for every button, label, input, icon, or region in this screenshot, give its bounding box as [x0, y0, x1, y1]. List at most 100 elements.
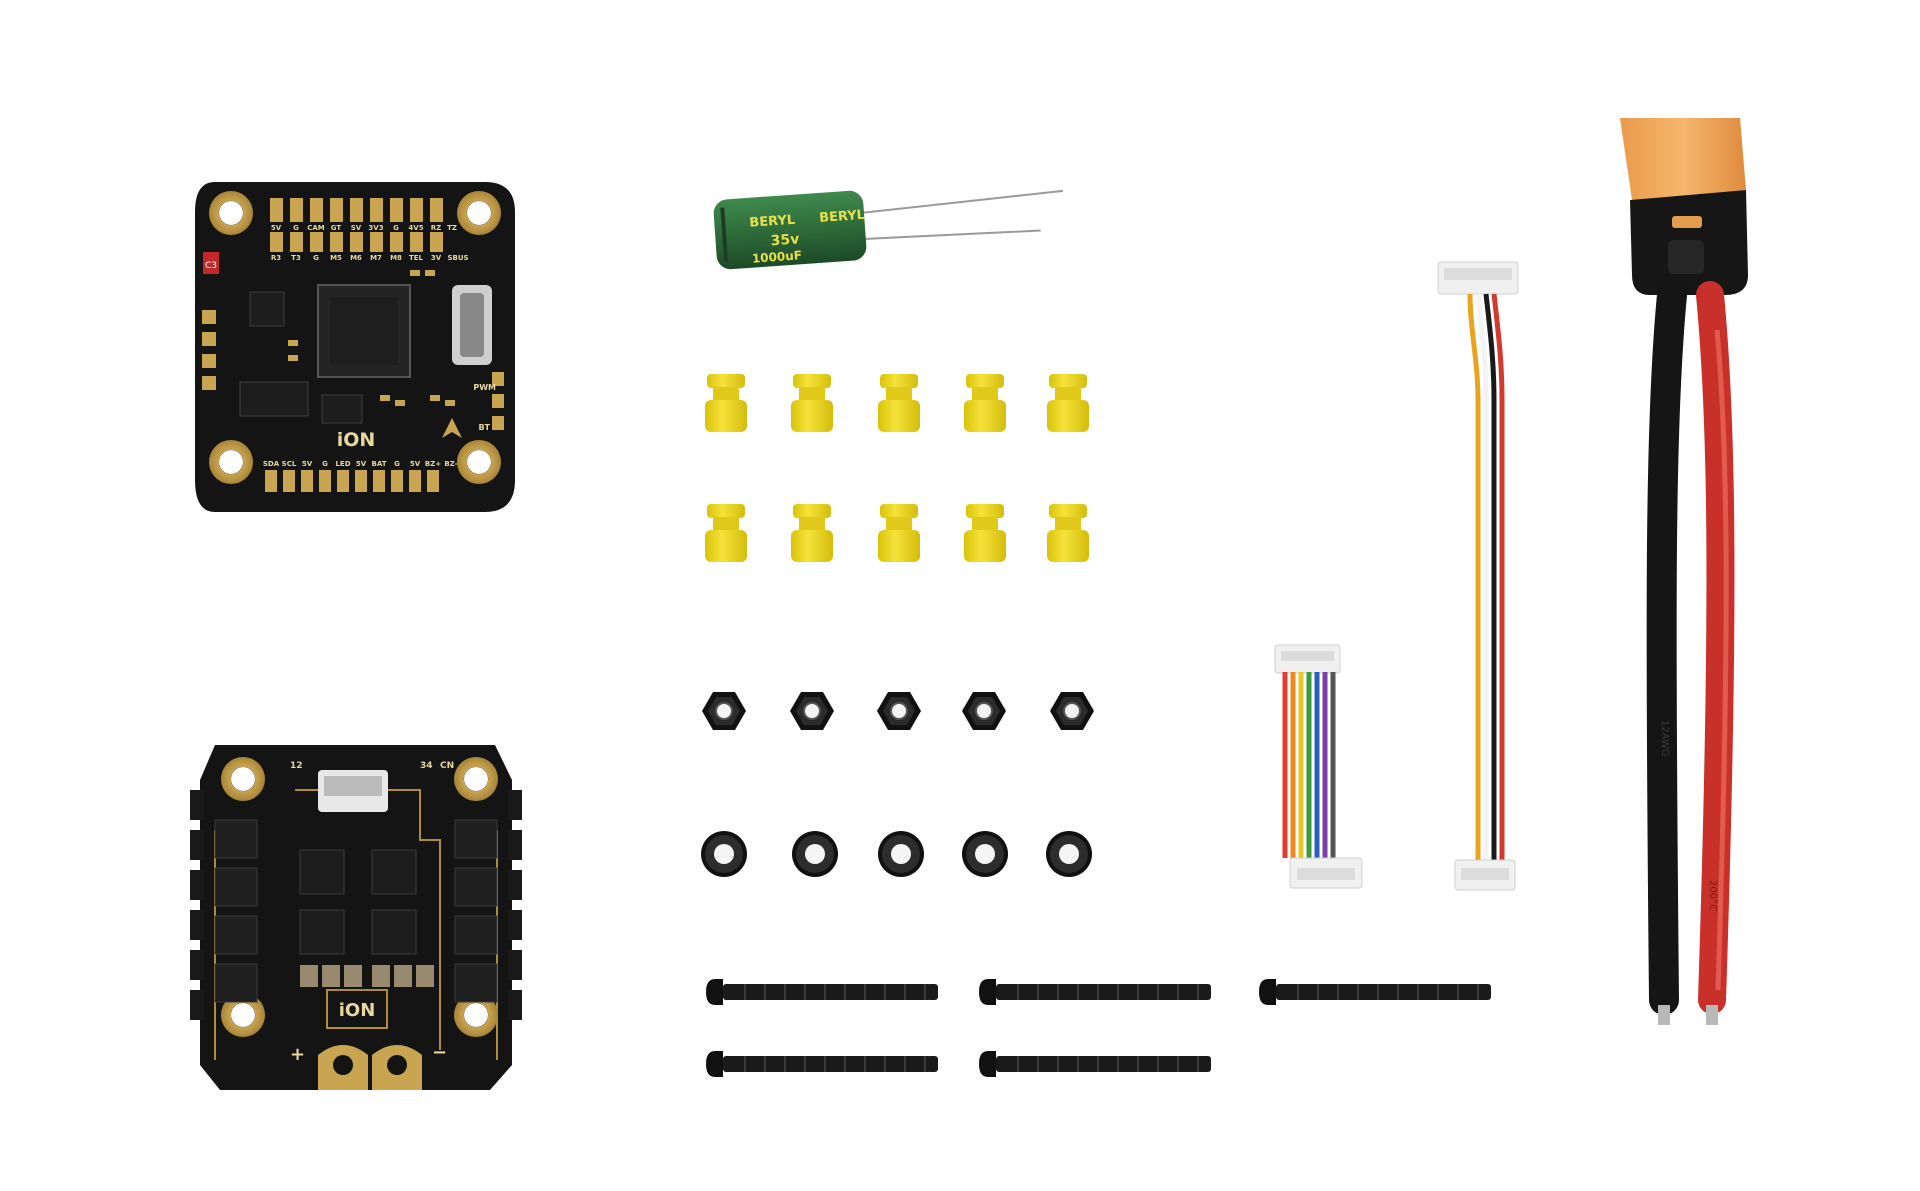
esc-plus-mark: +	[290, 1044, 305, 1065]
svg-text:GT: GT	[331, 224, 342, 232]
fc-components	[288, 270, 455, 406]
grommet	[791, 504, 833, 562]
fc-right-pads	[492, 372, 504, 430]
svg-text:BZ-: BZ-	[444, 460, 457, 468]
svg-text:12: 12	[290, 761, 303, 771]
svg-text:BZ+: BZ+	[425, 460, 441, 468]
grommet	[964, 374, 1006, 432]
svg-text:3V: 3V	[431, 254, 442, 262]
esc-battery-pads	[318, 1045, 422, 1090]
svg-text:G: G	[394, 460, 400, 468]
esc-minus-mark: −	[432, 1042, 447, 1063]
esc-logo-frame	[326, 989, 388, 1029]
washers	[701, 831, 1092, 877]
nut	[701, 691, 747, 731]
capacitor-voltage: 35v	[770, 231, 800, 249]
fc-flash-chip	[321, 394, 363, 424]
flight-controller-board: C3 iON PWM BT 5V G CAM	[195, 182, 515, 512]
nut	[1049, 691, 1095, 731]
long-signal-cable	[1437, 261, 1519, 891]
fc-mcu-chip	[317, 284, 411, 378]
fc-osd-chip	[239, 381, 309, 417]
svg-text:4V5: 4V5	[408, 224, 423, 232]
red-wire	[1696, 281, 1735, 1014]
svg-text:LED: LED	[335, 460, 350, 468]
vibration-grommets	[705, 374, 1089, 562]
svg-text:R3: R3	[271, 254, 281, 262]
fc-side-label-pwm: PWM	[473, 383, 496, 392]
svg-text:TZ: TZ	[447, 224, 457, 232]
short-esc-cable	[1274, 644, 1363, 889]
svg-text:CN: CN	[440, 761, 454, 771]
screws	[705, 978, 1492, 1078]
svg-text:34: 34	[420, 761, 433, 771]
svg-text:SCL: SCL	[282, 460, 297, 468]
nut	[876, 691, 922, 731]
fc-bottom-row-labels: SDA SCL 5V G LED 5V BAT G 5V BZ+ BZ-	[263, 460, 458, 468]
wire-print-gauge: 12AWG	[1659, 720, 1670, 757]
screw	[1258, 978, 1492, 1006]
svg-text:M5: M5	[330, 254, 342, 262]
xt60-power-lead: 12AWG 200°C	[1620, 118, 1748, 1025]
capacitor-brand-repeat: BERYL	[819, 208, 866, 226]
capacitor-capacitance: 1000uF	[751, 248, 802, 265]
fc-left-pads	[202, 310, 216, 390]
fc-brand-label: iON	[337, 429, 376, 451]
fc-top-row-2-labels: R3 T3 G M5 M6 M7 M8 TEL 3V SBUS	[271, 254, 469, 262]
fc-corner-label: C3	[205, 261, 217, 271]
nut	[961, 691, 1007, 731]
svg-text:M6: M6	[350, 254, 362, 262]
grommet	[791, 374, 833, 432]
svg-text:G: G	[293, 224, 299, 232]
screw	[978, 978, 1212, 1006]
svg-text:3V3: 3V3	[368, 224, 383, 232]
svg-text:BAT: BAT	[372, 460, 387, 468]
fc-top-pads	[270, 198, 443, 252]
rainbow-wires	[1282, 672, 1336, 858]
washer	[701, 831, 747, 877]
grommet	[1047, 504, 1089, 562]
xt60-connector-body	[1620, 118, 1746, 200]
esc-edge-fins	[190, 790, 522, 1020]
grommet	[1047, 374, 1089, 432]
esc-brand-label: iON	[339, 1000, 376, 1021]
fc-gyro-chip	[249, 291, 285, 327]
svg-text:G: G	[313, 254, 319, 262]
grommet	[705, 374, 747, 432]
svg-text:5V: 5V	[356, 460, 367, 468]
svg-text:G: G	[322, 460, 328, 468]
grommet	[705, 504, 747, 562]
svg-text:RZ: RZ	[431, 224, 441, 232]
svg-text:5V: 5V	[271, 224, 282, 232]
washer	[1046, 831, 1092, 877]
washer	[878, 831, 924, 877]
esc-mount-holes	[221, 757, 498, 1037]
electrolytic-capacitor: BERYL 35v 1000uF BERYL	[713, 189, 1064, 270]
svg-text:SBUS: SBUS	[447, 254, 468, 262]
fc-side-label-bt: BT	[478, 423, 490, 432]
esc-mosfets	[214, 819, 498, 1003]
screw	[705, 1050, 939, 1078]
esc-board: iON + − 12 34 CN	[190, 745, 522, 1090]
svg-text:SDA: SDA	[263, 460, 280, 468]
svg-text:TEL: TEL	[409, 254, 424, 262]
svg-text:5V: 5V	[410, 460, 421, 468]
svg-text:M8: M8	[390, 254, 402, 262]
fc-direction-arrow	[442, 418, 462, 438]
svg-text:T3: T3	[291, 254, 301, 262]
wire-print-temp: 200°C	[1707, 880, 1718, 911]
fc-mount-holes	[209, 191, 501, 484]
hex-nuts	[701, 691, 1095, 731]
washer	[962, 831, 1008, 877]
esc-connector	[318, 770, 388, 812]
svg-text:CAM: CAM	[307, 224, 325, 232]
esc-mcu-chips	[299, 849, 417, 955]
grommet	[878, 374, 920, 432]
fc-usb-c-port	[452, 285, 492, 365]
esc-capacitors	[300, 965, 434, 987]
fc-corner-label-box	[203, 252, 219, 274]
grommet	[964, 504, 1006, 562]
esc-top-labels: 12 34 CN	[290, 761, 454, 771]
svg-text:SV: SV	[351, 224, 362, 232]
